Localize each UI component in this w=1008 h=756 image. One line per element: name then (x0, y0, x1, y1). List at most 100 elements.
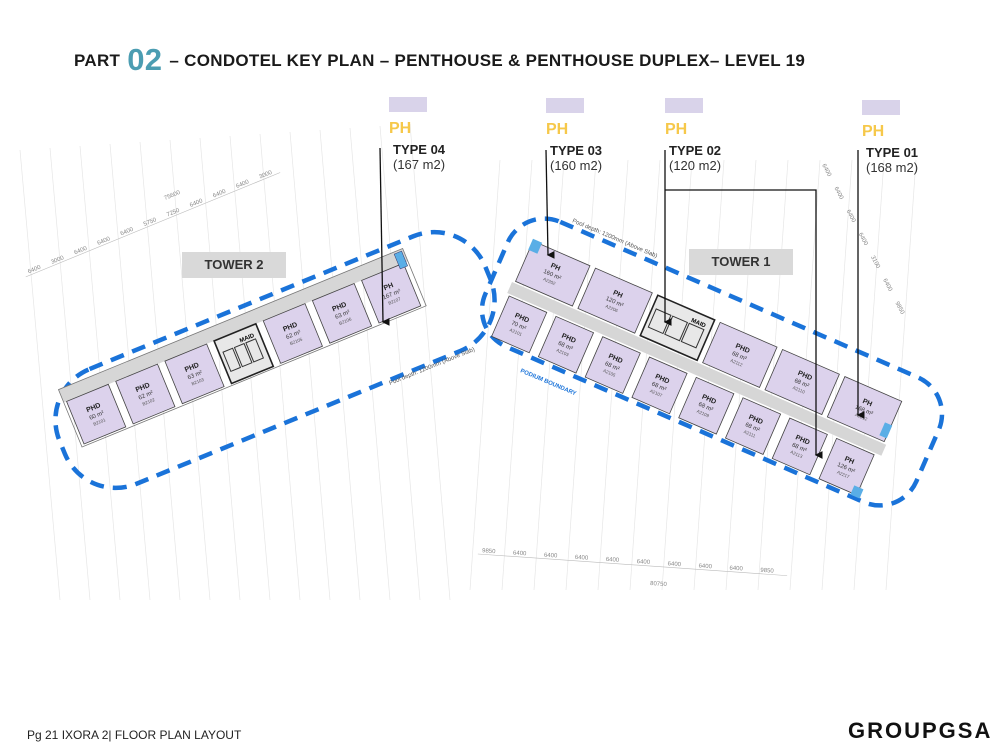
dimension-label: 3100 (869, 255, 881, 270)
grid-line (259, 133, 301, 601)
unit-type: PH (549, 262, 561, 272)
dimension-label: 3000 (50, 255, 65, 266)
dimension-label: 9850 (760, 568, 774, 575)
dimension-label: 6400 (857, 232, 869, 247)
dimension-label: 6400 (212, 189, 227, 200)
dimension-label: 6400 (667, 561, 681, 568)
pool (393, 250, 408, 270)
unit-code: B2102 (142, 397, 156, 407)
leader-type04 (379, 147, 390, 326)
dimension-label: 6400 (27, 264, 42, 275)
grid-line (533, 159, 565, 591)
grid-line (409, 123, 451, 601)
unit-area: 68 m² (604, 361, 620, 373)
pool (850, 485, 864, 499)
unit-area: 62 m² (285, 330, 301, 341)
dimension-label: 6400 (513, 550, 527, 557)
dimension-row: 9850 6400 6400 6400 6400 6400 6400 6400 6400 9850 (477, 548, 788, 576)
page-title: PART 02 – CONDOTEL KEY PLAN – PENTHOUSE … (74, 42, 805, 78)
grid-line (319, 129, 361, 601)
grid-line (853, 159, 885, 591)
tower1-pool-note: Pool depth: 1200mm (Above Slab) (571, 218, 658, 259)
legend-area: (160 m2) (550, 158, 603, 173)
dimension-label: 9850 (482, 548, 496, 555)
legend-type01: PH TYPE 01 (168 m2) (862, 100, 918, 175)
legend-tag: PH (546, 121, 569, 138)
dimension-label: 6400 (636, 559, 650, 566)
unit-type: PH (843, 456, 855, 466)
tower2-label: TOWER 2 (182, 252, 286, 278)
legend-type: TYPE 03 (550, 143, 603, 158)
company-logo: GROUPGSA (848, 718, 993, 743)
dimension-label: 6400 (97, 236, 112, 247)
unit-area: 70 m² (510, 320, 526, 332)
unit-area: 68 m² (744, 422, 760, 434)
ph-swatch (862, 100, 900, 115)
dimension-label: 6400 (73, 245, 88, 256)
title-part-number: 02 (127, 42, 163, 77)
unit-area: 68 m² (731, 351, 747, 363)
unit-type: PH (861, 398, 873, 408)
title-prefix: PART (74, 51, 121, 70)
dimension-label: 6400 (820, 163, 832, 178)
overall-dimension: 75600 (163, 190, 181, 202)
legend-area: (167 m2) (393, 157, 446, 172)
unit-code: A2103 (556, 348, 570, 358)
core-block[interactable]: MAID (639, 294, 716, 362)
unit-area: 60 m² (89, 410, 105, 421)
legend-type04: PH TYPE 04 (167 m2) (389, 97, 445, 172)
unit-code: B2107 (387, 296, 401, 306)
unit-code: A2202 (542, 276, 556, 286)
unit-area: 68 m² (557, 341, 573, 353)
dimension-label: 6400 (698, 563, 712, 570)
grid-line (289, 131, 331, 601)
core-block[interactable]: MAID (213, 322, 275, 385)
unit-area: 62 m² (138, 390, 154, 401)
dimension-label: 6400 (606, 557, 620, 564)
leader-type03 (545, 149, 555, 259)
tower1-boundary (479, 216, 945, 508)
pool (879, 422, 893, 439)
dimension-label: 6400 (575, 555, 589, 562)
dimension-label: 5750 (143, 217, 158, 228)
core-label: MAID (690, 318, 707, 330)
unit-code: A2112 (730, 358, 744, 368)
unit-code: B2103 (191, 377, 205, 387)
unit-code: A2217 (836, 470, 850, 480)
pool (528, 238, 543, 254)
grid-line (379, 125, 421, 601)
dimension-label: 6400 (544, 553, 558, 560)
legend-type: TYPE 02 (669, 143, 722, 158)
dimension-label: 6400 (832, 186, 844, 201)
dimension-row: 6400300064006400640057507250640064006400… (25, 170, 281, 278)
grid-line (565, 159, 597, 591)
unit-code: A2206 (605, 304, 619, 314)
title-text: – CONDOTEL KEY PLAN – PENTHOUSE & PENTHO… (169, 51, 806, 70)
dimension-label: 7250 (166, 208, 181, 219)
dimension-label: 6400 (120, 227, 135, 238)
dimension-label: 6400 (729, 566, 743, 573)
legend-area: (120 m2) (669, 158, 722, 173)
unit-code: A2113 (790, 449, 804, 459)
